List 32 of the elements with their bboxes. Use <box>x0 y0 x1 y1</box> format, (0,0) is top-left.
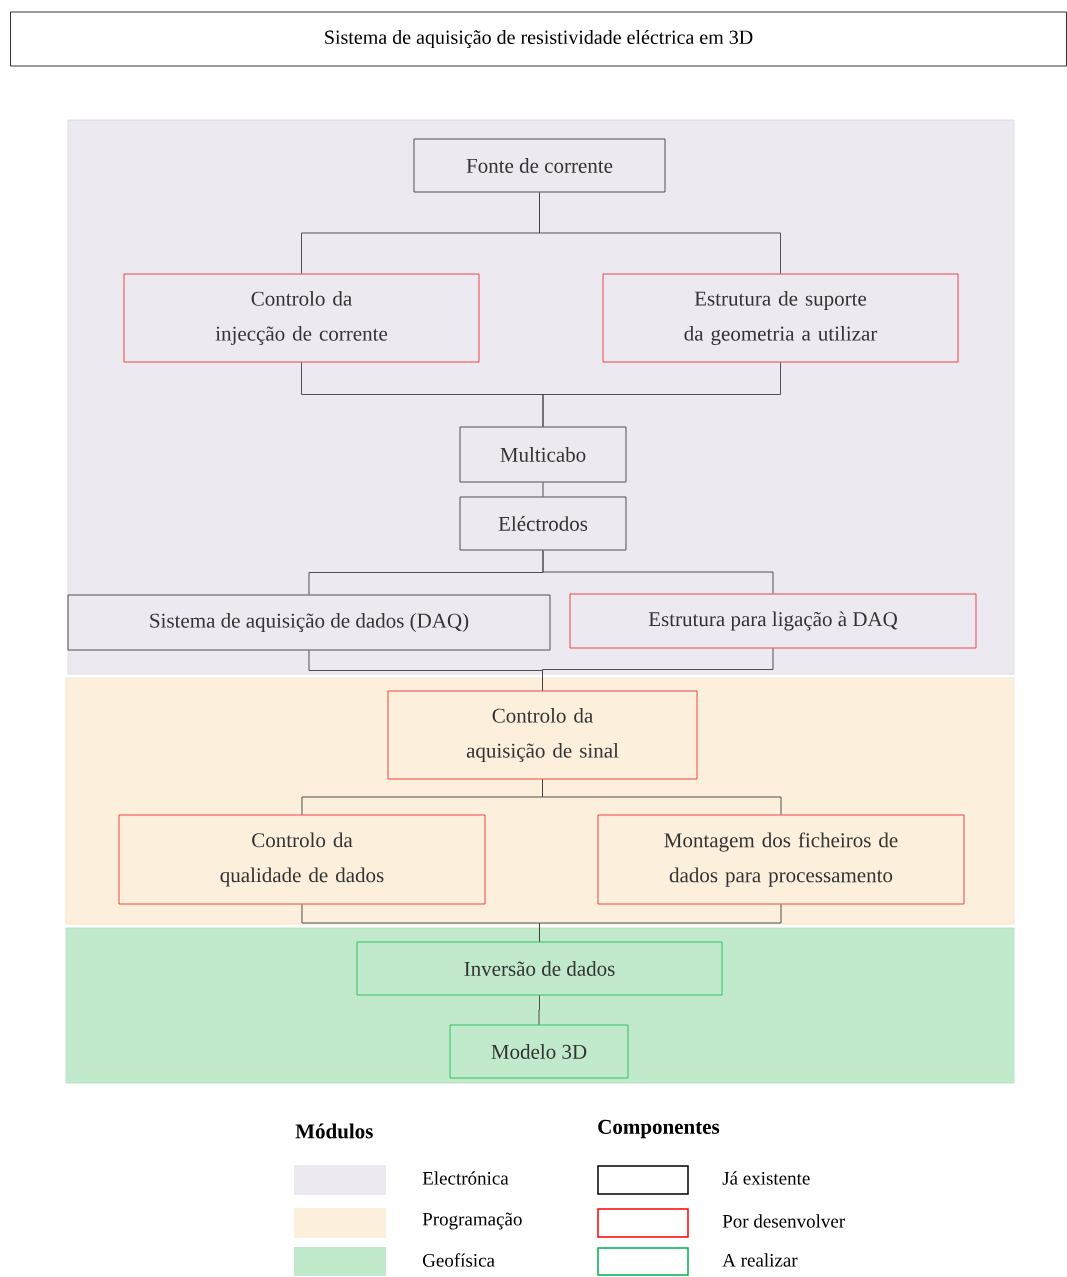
legend-label: Electrónica <box>422 1171 509 1185</box>
component-box: Montagem dos ficheiros de dados para processamento <box>597 814 965 905</box>
connector-line <box>542 482 544 497</box>
module-band <box>67 119 1015 675</box>
legend-label: Por desenvolver <box>722 1214 845 1228</box>
connector-line <box>539 192 781 274</box>
component-box: Inversão de dados <box>356 941 723 996</box>
component-box: Eléctrodos <box>459 496 627 551</box>
legend-label: Geofísica <box>423 1253 495 1267</box>
connector-line <box>538 995 540 1025</box>
component-box: Fonte de corrente <box>413 138 666 193</box>
legend-heading: Componentes <box>598 1119 720 1139</box>
component-box: Multicabo <box>459 426 627 483</box>
component-box: Modelo 3D <box>449 1024 629 1079</box>
connector-line <box>539 904 782 942</box>
title-box: Sistema de aquisição de resistividade eléctrica em 3D <box>10 11 1067 67</box>
component-box: Estrutura de suporte da geometria a utilizar <box>602 273 959 363</box>
module-band <box>65 927 1015 1084</box>
legend-heading: Módulos <box>295 1123 373 1139</box>
module-band <box>65 677 1015 925</box>
connector-line <box>542 362 781 427</box>
component-box: Controlo da qualidade de dados <box>118 814 486 905</box>
component-box: Controlo da aquisição de sinal <box>387 690 698 780</box>
connector-line <box>542 779 782 815</box>
component-box: Controlo da injecção de corrente <box>123 273 480 363</box>
connector-line <box>542 648 774 691</box>
connector-line <box>542 550 774 594</box>
legend-label: A realizar <box>722 1253 798 1267</box>
legend-label: Programação <box>422 1212 522 1230</box>
component-box: Estrutura para ligação à DAQ <box>569 593 977 649</box>
legend-label: Já existente <box>722 1171 810 1185</box>
component-box: Sistema de aquisição de dados (DAQ) <box>67 594 551 651</box>
